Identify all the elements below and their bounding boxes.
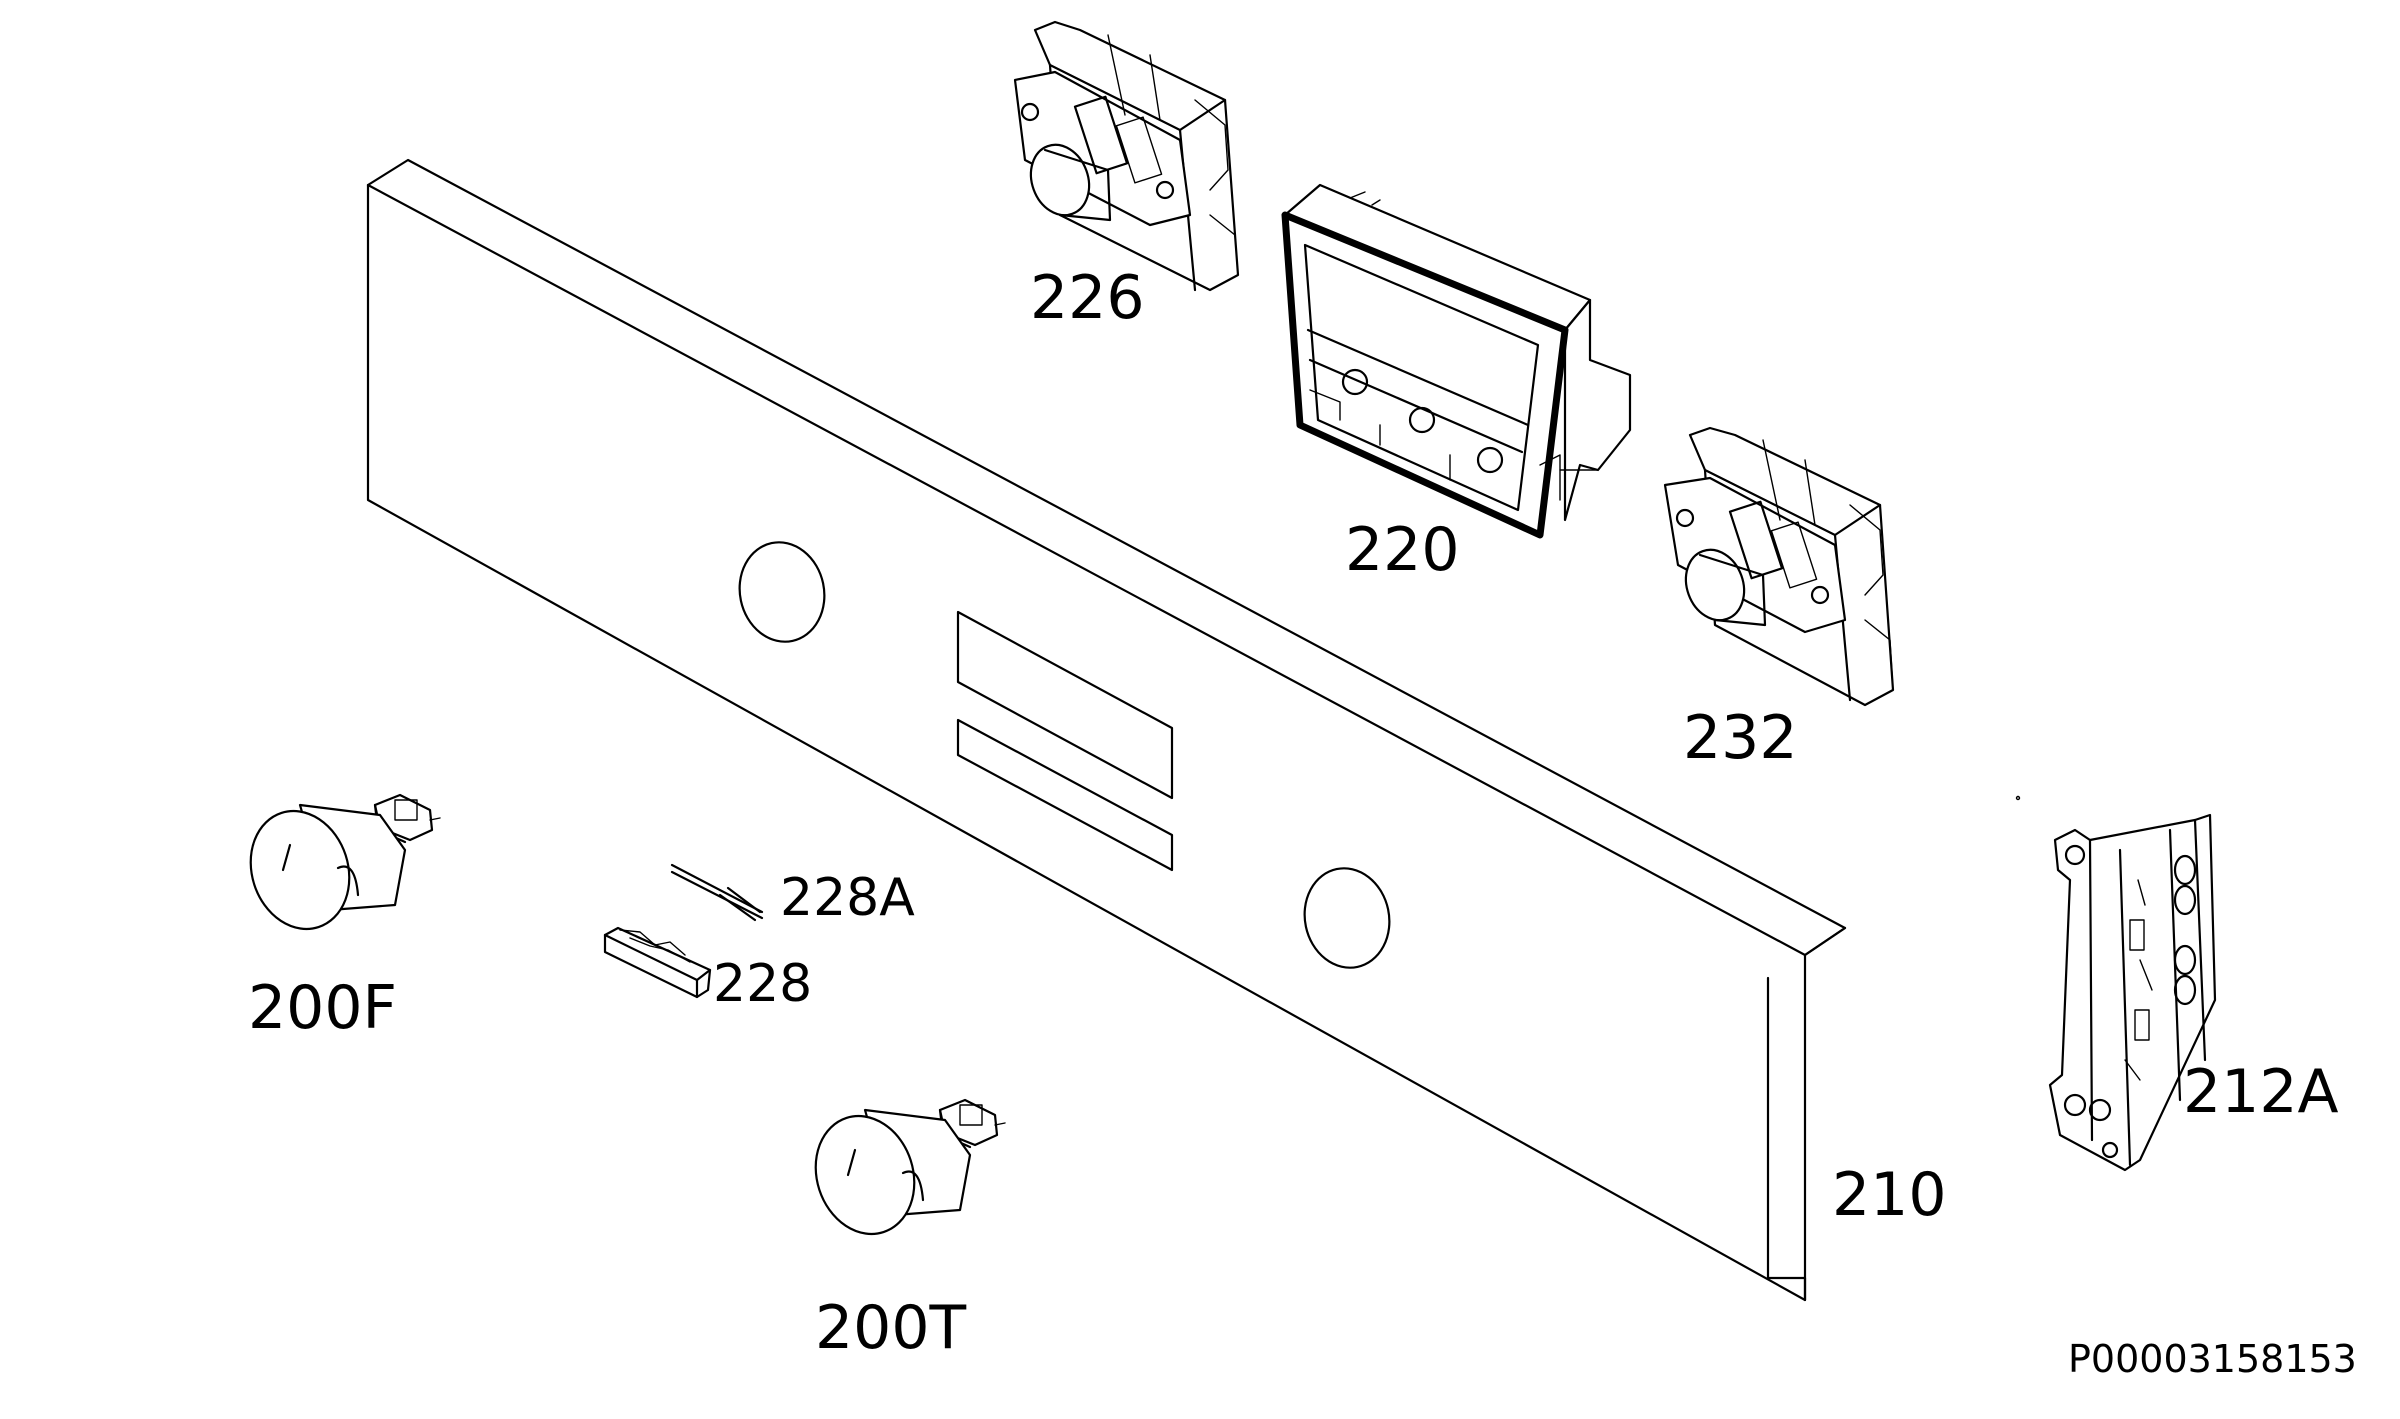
display-module-220 — [1281, 183, 1632, 539]
label-228a: 228A — [780, 868, 915, 928]
switch-bracket-232 — [1663, 426, 1895, 707]
label-200f: 200F — [248, 973, 398, 1043]
label-228: 228 — [713, 954, 813, 1014]
clip-228a — [670, 863, 764, 922]
light-bar-228 — [603, 926, 712, 999]
display-window-upper — [956, 610, 1174, 800]
label-210: 210 — [1832, 1160, 1947, 1230]
side-bracket-212a — [2015, 795, 2217, 1172]
label-226: 226 — [1030, 263, 1145, 333]
label-220: 220 — [1345, 515, 1460, 585]
knob-200f — [249, 793, 441, 931]
label-232: 232 — [1683, 703, 1798, 773]
switch-bracket-226 — [1013, 20, 1240, 292]
knob-hole-right — [1303, 867, 1391, 969]
knob-200t — [814, 1098, 1006, 1236]
knob-hole-left — [738, 541, 826, 643]
label-200t: 200T — [815, 1293, 967, 1363]
display-window-lower — [956, 718, 1174, 872]
drawing-code: P00003158153 — [2068, 1337, 2357, 1381]
label-212a: 212A — [2183, 1057, 2339, 1127]
control-panel-210 — [366, 158, 1847, 1302]
